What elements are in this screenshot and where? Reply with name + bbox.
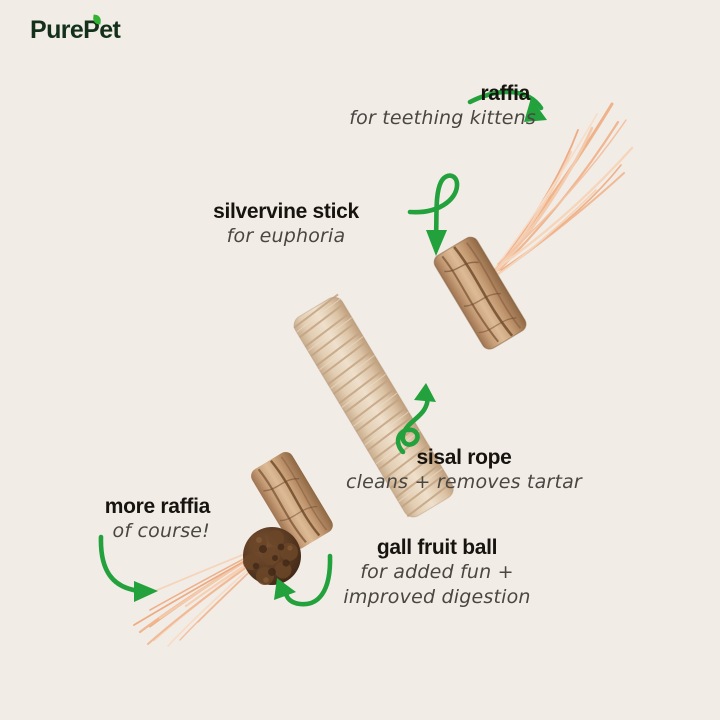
annotation-raffia: raffia for teething kittens [286,82,536,131]
annotation-gall-fruit-heading: gall fruit ball [376,536,498,559]
arrow-silvervine [407,173,460,256]
arrow-gall-fruit [274,553,333,607]
annotation-gall-fruit-ball: gall fruit ball for added fun + improved… [312,536,562,610]
brand-logo: PurePet [30,14,121,45]
annotation-silvervine-subtext: for euphoria [226,225,346,248]
annotation-more-raffia: more raffia of course! [44,495,211,544]
annotation-raffia-heading: raffia [480,82,530,105]
annotation-sisal-rope: sisal rope cleans + removes tartar [338,446,590,495]
annotation-gall-fruit-subtext-line1: for added fun + [360,561,514,584]
gall-fruit-ball [243,527,301,585]
annotation-sisal-heading: sisal rope [416,446,512,469]
arrow-raffia [467,89,547,122]
brand-logo-text: PurePet [30,16,121,44]
arrow-more-raffia [98,534,158,602]
annotation-silvervine-stick: silvervine stick for euphoria [168,200,404,249]
silvervine-stick-bottom [251,452,333,550]
raffia-top-strands [491,102,634,277]
annotation-silvervine-heading: silvervine stick [213,200,359,223]
annotation-gall-fruit-subtext-line2: improved digestion [343,585,531,608]
silvervine-stick-top [433,236,527,350]
arrow-sisal [395,383,436,455]
annotation-raffia-subtext: for teething kittens [349,107,536,130]
annotation-more-raffia-heading: more raffia [104,495,211,518]
annotation-more-raffia-subtext: of course! [112,520,210,543]
annotation-sisal-subtext: cleans + removes tartar [346,471,582,494]
